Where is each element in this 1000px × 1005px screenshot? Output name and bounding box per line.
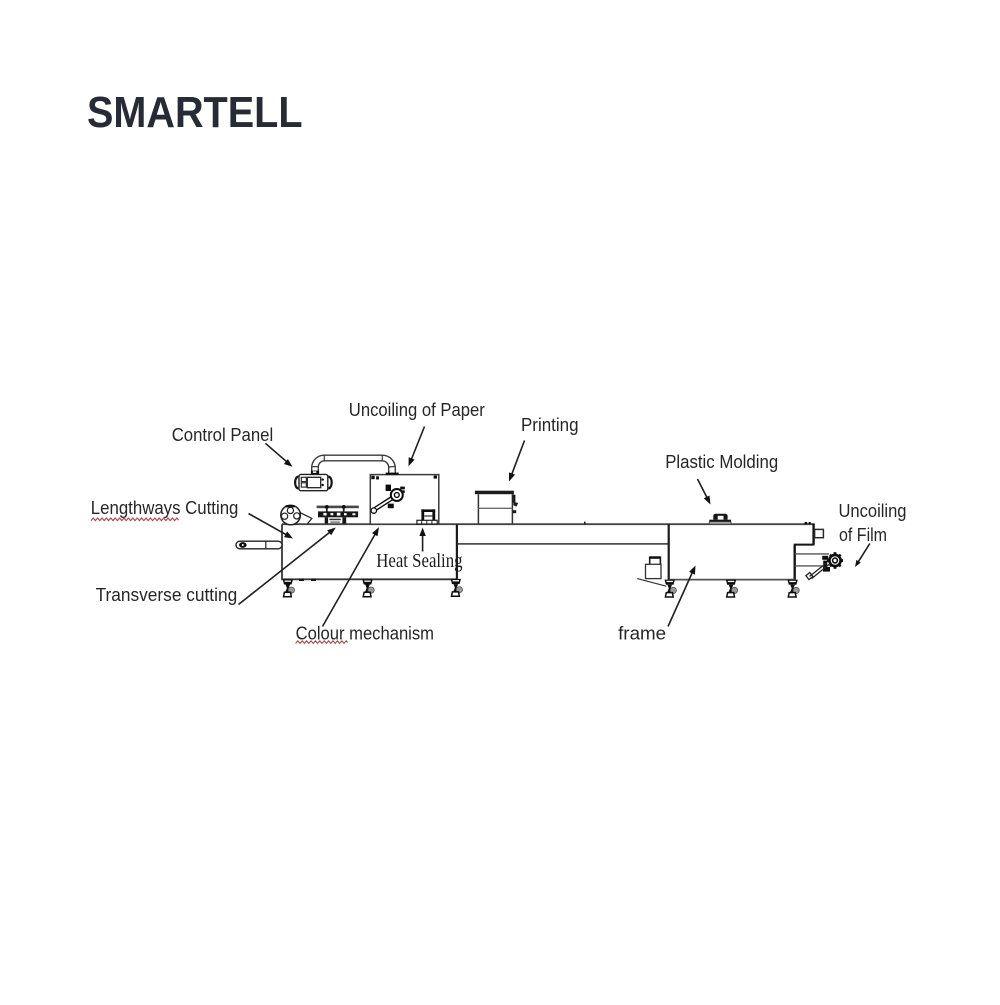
svg-text:Plastic Molding: Plastic Molding (665, 452, 778, 472)
svg-text:Uncoiling: Uncoiling (839, 501, 907, 521)
svg-text:of Film: of Film (839, 525, 887, 545)
svg-text:SMARTELL: SMARTELL (87, 88, 303, 137)
svg-text:Transverse cutting: Transverse cutting (96, 585, 238, 605)
svg-text:Colour mechanism: Colour mechanism (296, 624, 434, 644)
svg-text:Lengthways Cutting: Lengthways Cutting (91, 498, 239, 518)
svg-text:Control Panel: Control Panel (172, 425, 274, 445)
svg-text:Uncoiling of Paper: Uncoiling of Paper (349, 400, 485, 420)
svg-text:Printing: Printing (521, 415, 579, 435)
svg-text:frame: frame (618, 624, 666, 644)
svg-text:Heat Sealing: Heat Sealing (376, 550, 462, 572)
